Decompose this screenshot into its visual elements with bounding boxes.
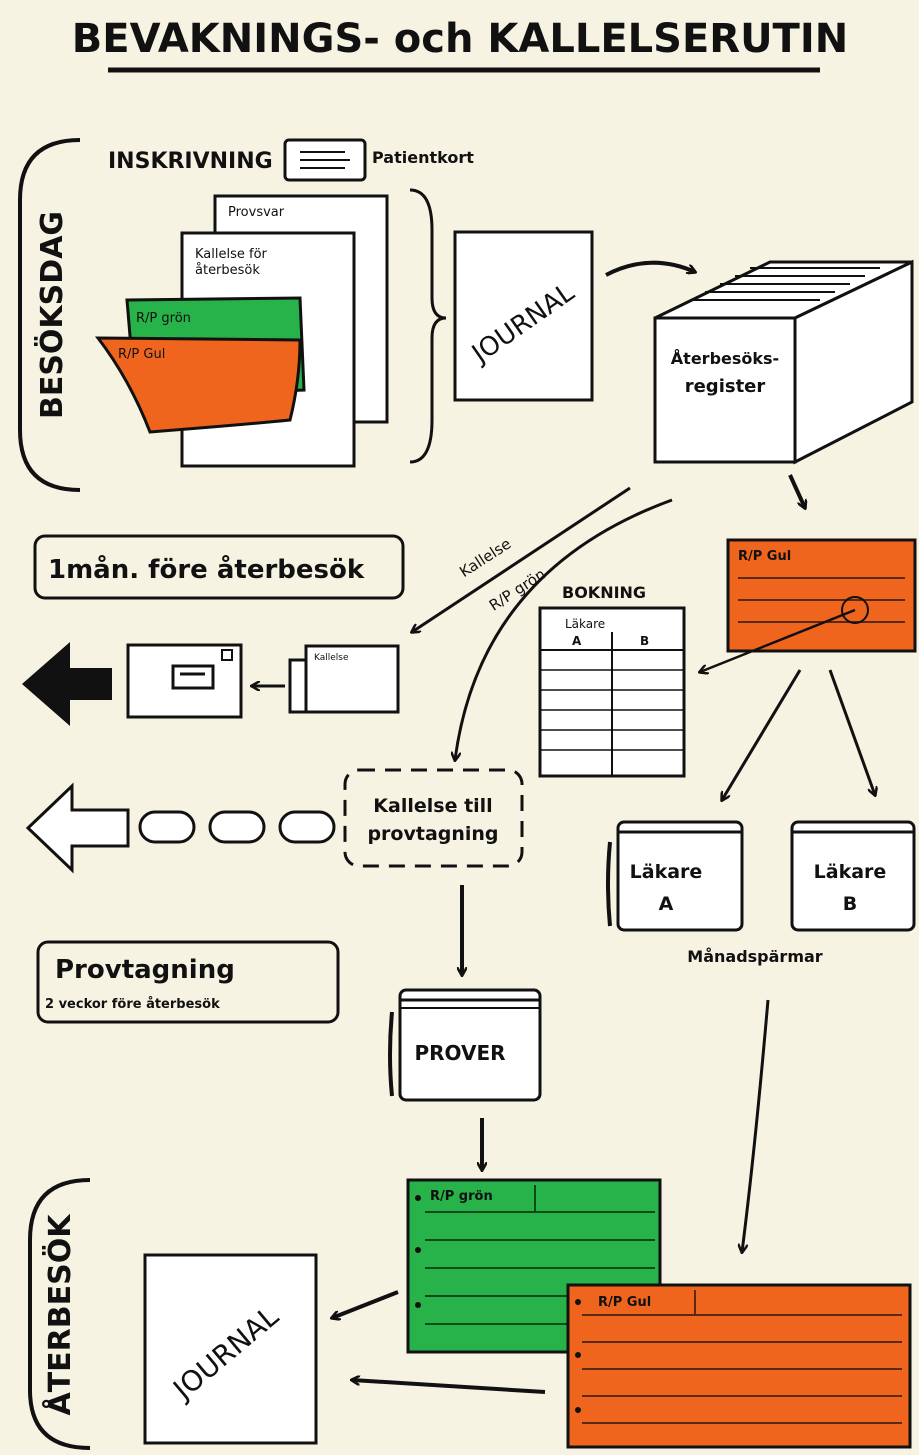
arrow-rp-gron	[455, 498, 673, 760]
arrow-register-to-card	[788, 474, 805, 508]
green-rp-card-label: R/P grön	[430, 1189, 493, 1204]
binder-a-line1: Läkare	[630, 861, 703, 883]
arrow-orange-to-journal	[352, 1380, 546, 1394]
samples-binder-label: PROVER	[414, 1041, 505, 1065]
rp-green-folder-label: R/P grön	[136, 311, 191, 326]
register-label-line1: Återbesöks-	[671, 349, 779, 368]
arrow-card-to-binder-b	[828, 669, 875, 795]
callup-note-line2: återbesök	[195, 263, 260, 278]
binder-b-line2: B	[843, 893, 857, 915]
booking-doctor-label: Läkare	[565, 617, 605, 631]
intake-label: INSKRIVNING	[108, 149, 273, 174]
orange-rp-card	[566, 1283, 912, 1449]
arrow-journal-to-register	[605, 260, 695, 277]
dash-segment-1	[138, 810, 196, 844]
return-visit-label: ÅTERBESÖK	[41, 1213, 78, 1416]
register-label-line2: register	[685, 376, 766, 397]
journal-bottom	[143, 1253, 318, 1445]
rp-yellow-folder	[94, 336, 302, 434]
rp-gul-card-label: R/P Gul	[738, 549, 791, 564]
arrow-card-to-booking	[700, 608, 856, 672]
arrow-binders-to-orange	[742, 999, 770, 1252]
journal-top	[453, 230, 594, 402]
patient-card-label: Patientkort	[372, 148, 474, 167]
one-month-label: 1mån. före återbesök	[48, 553, 365, 585]
sampling-box	[36, 940, 340, 1024]
booking-col-a: A	[572, 634, 582, 648]
visit-day-bracket	[18, 138, 81, 492]
arrow-card-to-binder-a	[722, 669, 802, 800]
arrow-green-to-journal	[332, 1290, 399, 1318]
grouping-brace	[409, 188, 447, 464]
test-results-label: Provsvar	[228, 205, 285, 220]
one-month-box	[33, 534, 405, 600]
dash-segment-3	[278, 810, 336, 844]
callup-sampling-box	[343, 768, 524, 868]
rp-yellow-folder-label: R/P Gul	[118, 347, 165, 362]
dashed-arrow-head	[25, 782, 130, 874]
sampling-line1: Provtagning	[55, 955, 235, 985]
return-visit-bracket	[28, 1178, 91, 1450]
orange-rp-card-label: R/P Gul	[598, 1295, 651, 1310]
arrow-kallelse	[412, 486, 631, 632]
booking-col-b: B	[640, 634, 649, 648]
callup-sampling-line2: provtagning	[367, 823, 498, 845]
kallelse-diagonal-label: Kallelse	[456, 535, 514, 581]
rp-gul-card	[726, 538, 917, 653]
booking-sheet	[538, 606, 686, 778]
return-visit-register	[653, 259, 914, 465]
callup-note-line1: Kallelse för	[195, 247, 268, 262]
send-arrow-icon	[22, 642, 112, 726]
sampling-line2: 2 veckor före återbesök	[45, 997, 220, 1012]
dash-segment-2	[208, 810, 266, 844]
diagram-title: BEVAKNINGS- och KALLELSERUTIN	[72, 16, 848, 62]
booking-title: BOKNING	[562, 583, 646, 602]
monthly-binders-caption: Månadspärmar	[687, 947, 822, 966]
samples-binder	[388, 988, 542, 1102]
binder-b-line1: Läkare	[814, 861, 887, 883]
binder-doctor-b	[790, 820, 916, 932]
binder-a-line2: A	[659, 893, 674, 915]
visit-day-label: BESÖKSDAG	[33, 211, 70, 419]
callup-letter-label: Kallelse	[314, 653, 349, 663]
binder-doctor-a	[606, 820, 744, 932]
callup-sampling-line1: Kallelse till	[373, 795, 492, 817]
callup-letter	[304, 644, 400, 714]
